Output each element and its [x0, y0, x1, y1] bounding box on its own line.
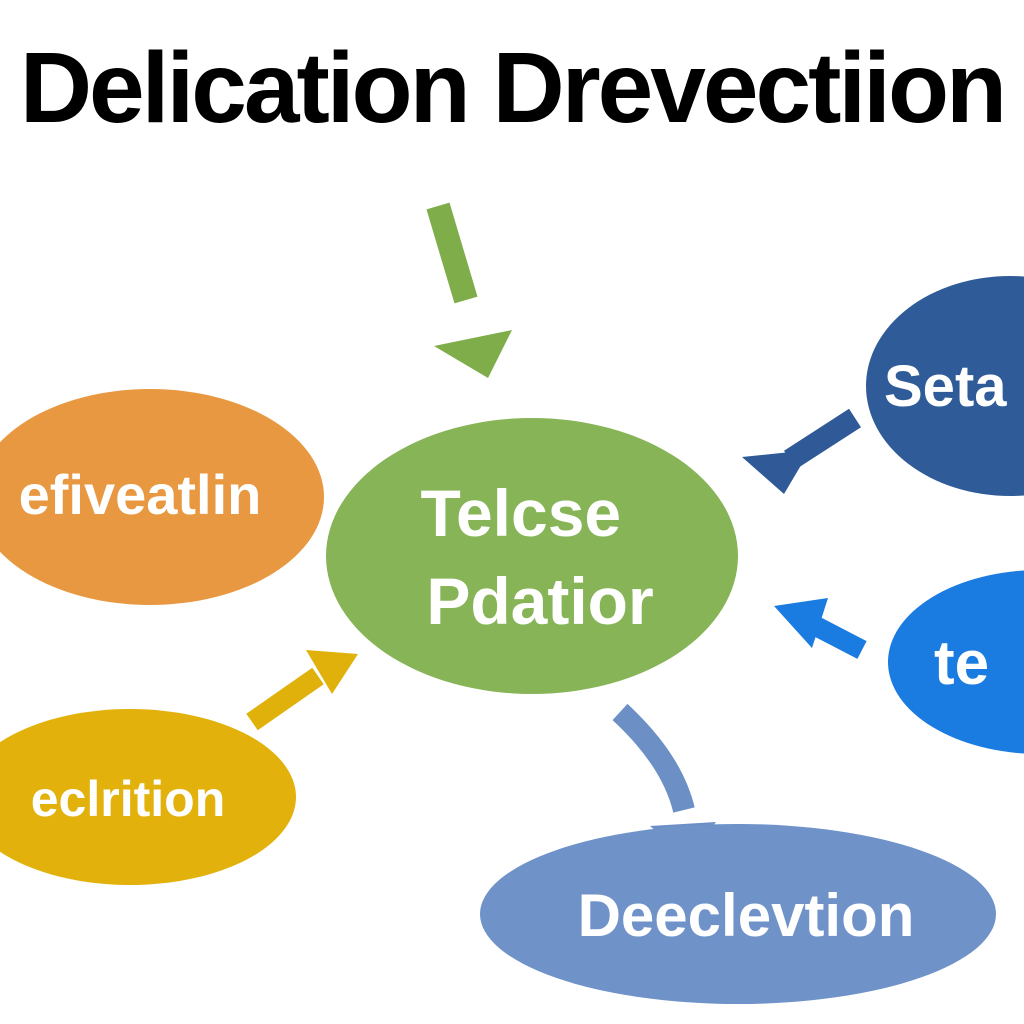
- node-right-top: Seta: [866, 276, 1024, 496]
- arrow-left-bottom-head: [306, 650, 358, 694]
- arrow-right-middle: [774, 598, 867, 659]
- node-right-middle-shape: [888, 570, 1024, 754]
- node-bottom-label: Deeclevtion: [578, 882, 915, 949]
- arrow-right-top: [742, 408, 861, 494]
- node-left-bottom-shape: [0, 709, 296, 885]
- node-left-top-label: efiveatlin: [19, 463, 262, 526]
- node-left-bottom-label: eclrition: [31, 771, 225, 827]
- arrow-left-bottom: [246, 650, 358, 731]
- arrow-bottom-shaft: [612, 703, 695, 813]
- node-center: Telcse Pdatior: [326, 418, 738, 694]
- node-right-middle: te: [888, 570, 1024, 754]
- node-center-shape: [326, 418, 738, 694]
- arrow-left-bottom-shaft: [246, 667, 324, 731]
- node-bottom-shape: [480, 824, 996, 1004]
- arrow-right-top-head: [742, 450, 810, 494]
- node-right-top-label: Seta: [884, 354, 1007, 419]
- node-left-bottom: eclrition: [0, 709, 296, 885]
- node-center-label: Telcse Pdatior: [421, 476, 654, 638]
- node-left-top-shape: [0, 389, 324, 605]
- diagram-title: Delication Drevectiion: [19, 32, 1007, 144]
- node-center-line-2: Pdatior: [426, 564, 653, 638]
- node-right-middle-label: te: [934, 629, 989, 698]
- arrow-top-head: [434, 330, 512, 378]
- arrow-top-shaft: [426, 202, 478, 304]
- arrow-top: [426, 202, 512, 378]
- arrow-right-middle-head: [774, 598, 828, 648]
- node-right-top-shape: [866, 276, 1024, 496]
- node-left-top: efiveatlin: [0, 389, 324, 605]
- node-bottom: Deeclevtion: [480, 824, 996, 1004]
- node-center-line-1: Telcse: [421, 476, 622, 550]
